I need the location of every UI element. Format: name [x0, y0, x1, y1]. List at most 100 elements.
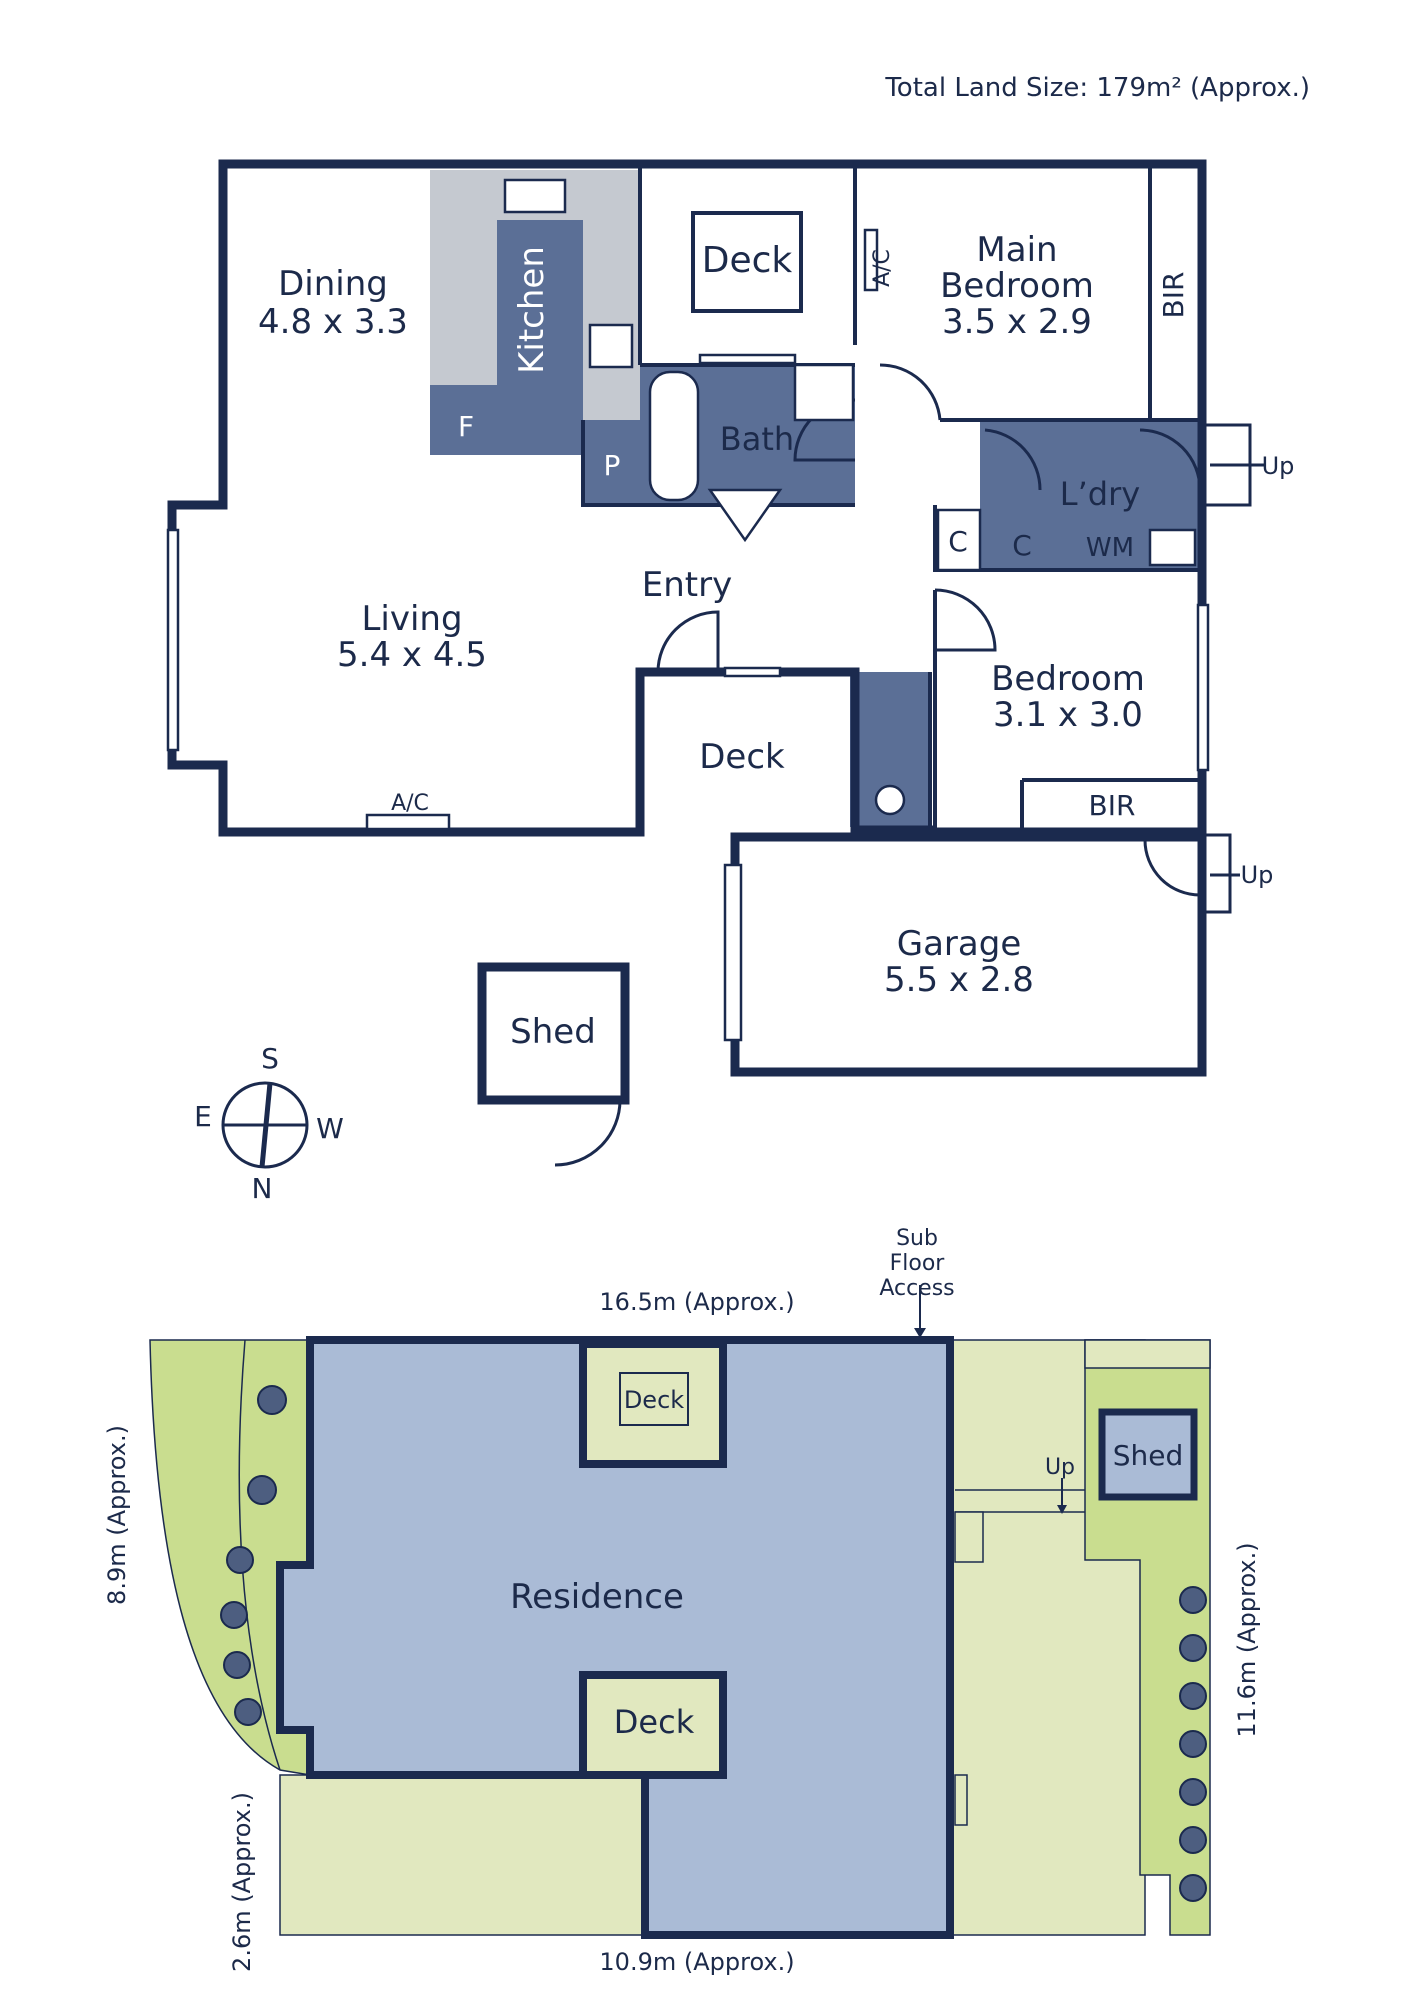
up-garage-label: Up [1241, 861, 1274, 889]
door-laundry-ext [1139, 428, 1202, 491]
window-living [166, 528, 180, 752]
dining-size: 4.8 x 3.3 [258, 302, 408, 342]
shed-label: Shed [510, 1012, 596, 1052]
residence-footprint [276, 1336, 954, 1939]
entry-label: Entry [642, 565, 732, 605]
shower [793, 363, 855, 422]
bir-main-label: BIR [1157, 272, 1190, 319]
cupboard-box [936, 508, 982, 572]
right-dimension: 11.6m (Approx.) [1233, 1542, 1261, 1737]
compass-e: E [194, 1100, 212, 1133]
garage-label: Garage [897, 924, 1022, 964]
ac-living-label: A/C [391, 791, 429, 816]
kitchen-label: Kitchen [512, 246, 552, 374]
subfloor-label-3: Access [879, 1276, 954, 1301]
bottom-dimension: 10.9m (Approx.) [599, 1948, 794, 1976]
compass-w: W [316, 1112, 344, 1145]
site-up-label: Up [1045, 1455, 1075, 1480]
ac-top-label: A/C [870, 249, 895, 287]
bedroom-size: 3.1 x 3.0 [993, 695, 1143, 735]
floor-plan: Dining 4.8 x 3.3 Kitchen Deck Main Bedro… [166, 159, 1295, 1205]
tree-icon [1179, 1634, 1207, 1662]
pantry [583, 420, 640, 505]
tree-icon [1179, 1730, 1207, 1758]
top-dimension: 16.5m (Approx.) [599, 1288, 794, 1316]
tree-icon [247, 1475, 277, 1505]
ac-unit-living [365, 813, 451, 831]
tree-icon [1179, 1586, 1207, 1614]
trees-right [1179, 1586, 1207, 1902]
site-plan: 16.5m (Approx.) Sub Floor Access Residen… [103, 1226, 1261, 1976]
bath-label: Bath [720, 420, 794, 458]
vanity [707, 488, 783, 543]
residence-label: Residence [510, 1577, 684, 1617]
compass: S N E W [194, 1042, 344, 1205]
tree-icon [1179, 1778, 1207, 1806]
door-laundry [984, 428, 1042, 491]
site-shed-label: Shed [1113, 1439, 1184, 1472]
left-bottom-dimension: 2.6m (Approx.) [228, 1792, 256, 1972]
laundry-label: L’dry [1060, 475, 1140, 513]
tree-icon [1179, 1874, 1207, 1902]
tree-icon [1179, 1826, 1207, 1854]
door-main-bedroom [879, 363, 942, 421]
main-bedroom-size: 3.5 x 2.9 [942, 302, 1092, 342]
tree-icon [234, 1698, 262, 1726]
up-laundry-label: Up [1262, 452, 1295, 480]
living-label: Living [361, 599, 462, 639]
compass-n: N [252, 1172, 273, 1205]
main-bedroom-label-1: Main [976, 230, 1057, 270]
site-deck-bottom-label: Deck [614, 1703, 695, 1741]
garage-door [723, 863, 743, 1042]
trees-left [220, 1385, 287, 1726]
pantry-label: P [604, 449, 621, 482]
steps-laundry [1205, 423, 1265, 507]
door-shed [554, 1099, 622, 1167]
dining-label: Dining [278, 264, 388, 304]
ac-unit-top [863, 228, 879, 292]
wall-bir-bed [1020, 778, 1202, 832]
shed-outline [477, 962, 630, 1105]
deck-entry-label: Deck [699, 737, 785, 777]
subfloor-label-2: Floor [890, 1251, 946, 1276]
bir-bed-label: BIR [1089, 789, 1136, 822]
bedroom-label: Bedroom [991, 659, 1145, 699]
tree-icon [257, 1385, 287, 1415]
bathtub [648, 370, 700, 502]
cupboard-2-label: C [1012, 529, 1032, 562]
deck-north-table [691, 211, 803, 313]
window-bedroom [1196, 603, 1210, 772]
washing-machine-tub [1148, 528, 1197, 567]
window-bath [698, 353, 797, 365]
main-bedroom-label-2: Bedroom [940, 266, 1094, 306]
living-size: 5.4 x 4.5 [337, 635, 487, 675]
wall-laundry [933, 505, 1202, 572]
garage-size: 5.5 x 2.8 [884, 960, 1034, 1000]
land-size-label: Total Land Size: 179m² (Approx.) [884, 73, 1310, 103]
cupboard-1-label: C [948, 525, 968, 558]
left-dimension: 8.9m (Approx.) [103, 1425, 131, 1605]
tree-icon [1179, 1682, 1207, 1710]
toilet [874, 784, 906, 816]
paving-bottom [279, 1774, 646, 1936]
cooktop [588, 323, 634, 369]
door-bedroom [934, 588, 997, 652]
fridge-space [430, 385, 555, 455]
sink [503, 178, 567, 214]
steps-garage [1205, 833, 1240, 914]
site-deck-top [579, 1340, 727, 1468]
tree-icon [223, 1651, 251, 1679]
subfloor-label-1: Sub [896, 1226, 938, 1251]
wm-label: WM [1086, 533, 1134, 563]
compass-s: S [261, 1042, 279, 1075]
deck-north-label: Deck [702, 240, 793, 281]
door-garage [1143, 839, 1201, 897]
site-deck-top-label: Deck [624, 1386, 684, 1414]
window-deck [723, 666, 782, 678]
tree-icon [220, 1601, 248, 1629]
fridge-label: F [458, 410, 474, 443]
tree-icon [226, 1546, 254, 1574]
site-shed [1098, 1408, 1198, 1501]
site-deck-bottom [579, 1671, 727, 1779]
